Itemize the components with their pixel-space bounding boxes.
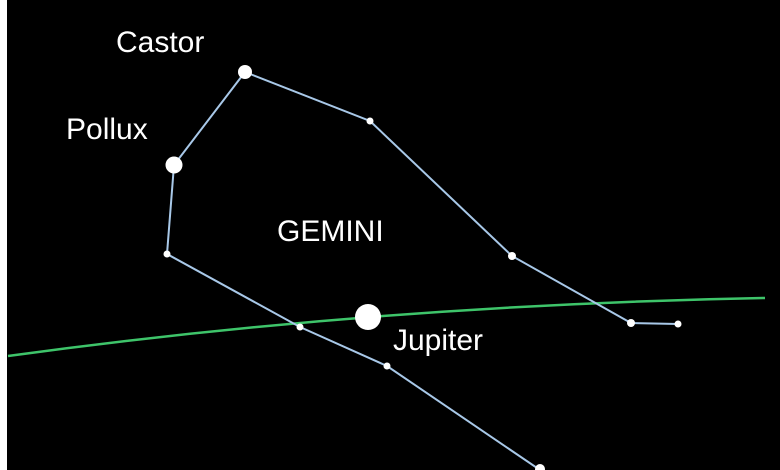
star-right-end (674, 320, 682, 328)
jupiter-planet (355, 304, 381, 330)
pollux-label: Pollux (66, 113, 148, 146)
star-right-middle (508, 252, 516, 260)
star-right-lower (627, 319, 635, 327)
pollux-star (165, 156, 183, 174)
ecliptic-line (7, 296, 766, 358)
star-bottom-edge (535, 464, 545, 470)
constellation-name: GEMINI (277, 215, 384, 248)
left-border (0, 0, 7, 470)
castor-star (238, 65, 252, 79)
gemini-pollux-line (165, 71, 541, 470)
star-ecliptic-crossing (296, 323, 304, 331)
star-below-jupiter (383, 362, 391, 370)
castor-label: Castor (116, 26, 205, 59)
star-upper-right (366, 117, 374, 125)
star-left-lower (163, 250, 171, 258)
jupiter-label: Jupiter (393, 324, 484, 357)
gemini-castor-line (244, 71, 679, 325)
